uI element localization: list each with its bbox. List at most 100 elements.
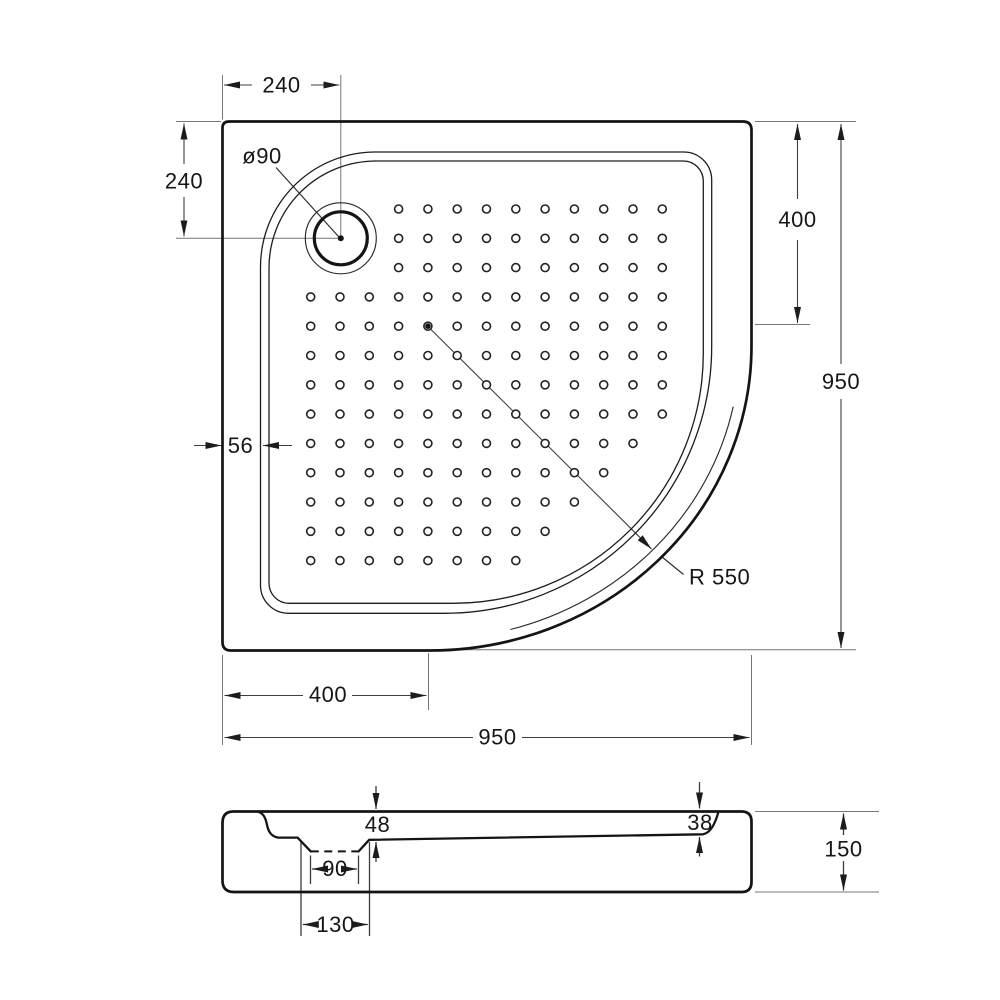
anti-slip-dot (657, 350, 668, 361)
anti-slip-dot (452, 497, 463, 507)
anti-slip-dot (423, 262, 433, 273)
anti-slip-dot (305, 350, 316, 361)
anti-slip-dot (335, 555, 345, 566)
anti-slip-dot (598, 233, 609, 244)
anti-slip-dot (481, 321, 492, 332)
anti-slip-dot (305, 555, 316, 566)
anti-slip-dot (569, 467, 580, 478)
anti-slip-dot (423, 204, 433, 214)
anti-slip-dot (657, 204, 668, 214)
section-dimensions (302, 782, 847, 928)
drain-center-dot (337, 235, 344, 242)
total-height-label: 150 (824, 837, 862, 862)
anti-slip-dot (628, 262, 638, 273)
anti-slip-dot (657, 321, 668, 332)
section-view: 48 90 130 38 150 (221, 782, 879, 937)
basin-edge-outer (259, 151, 713, 614)
anti-slip-dot (335, 467, 345, 478)
anti-slip-dot (481, 379, 492, 390)
radius-line (428, 327, 652, 550)
anti-slip-dot (540, 204, 550, 214)
anti-slip-dot (393, 292, 404, 302)
anti-slip-dot (423, 467, 433, 478)
anti-slip-dot (452, 438, 463, 449)
dim-bottom-total-label: 950 (478, 725, 516, 750)
anti-slip-dot (393, 438, 404, 449)
anti-slip-dot (510, 350, 521, 361)
anti-slip-dot (364, 467, 375, 478)
anti-slip-dot (510, 204, 521, 214)
anti-slip-dot (510, 526, 521, 537)
anti-slip-dot (335, 497, 345, 507)
anti-slip-dot (628, 379, 638, 390)
anti-slip-dot (305, 379, 316, 390)
anti-slip-dot (452, 262, 463, 273)
anti-slip-dot (423, 526, 433, 537)
anti-slip-dot (540, 321, 550, 332)
dim-top-width-label: 240 (262, 73, 300, 98)
anti-slip-dot (540, 409, 550, 419)
anti-slip-dot (393, 467, 404, 478)
anti-slip-dot (452, 321, 463, 332)
anti-slip-dot (598, 204, 609, 214)
anti-slip-dot (364, 526, 375, 537)
anti-slip-dot (510, 555, 521, 566)
anti-slip-dot (481, 409, 492, 419)
anti-slip-dot (598, 321, 609, 332)
anti-slip-dot (393, 262, 404, 273)
anti-slip-dot (364, 292, 375, 302)
dim-bottom-width-label: 400 (309, 682, 347, 707)
anti-slip-dot (452, 379, 463, 390)
anti-slip-dot (393, 379, 404, 390)
anti-slip-dot (423, 497, 433, 507)
drain-leader-line (275, 167, 339, 237)
anti-slip-dot (569, 438, 580, 449)
anti-slip-dot (510, 467, 521, 478)
anti-slip-dot (598, 292, 609, 302)
anti-slip-dot (481, 292, 492, 302)
drain-width-label: 90 (322, 856, 347, 881)
top-view: 240 240 ø90 400 950 56 R 550 400 950 (165, 73, 860, 750)
dim-right-depth-label: 400 (778, 207, 816, 232)
anti-slip-dot (628, 204, 638, 214)
top-view-labels: 240 240 ø90 400 950 56 R 550 400 950 (165, 73, 860, 750)
anti-slip-dot (540, 379, 550, 390)
anti-slip-dot (423, 292, 433, 302)
anti-slip-dot (569, 321, 580, 332)
anti-slip-dot (569, 350, 580, 361)
anti-slip-dot (481, 467, 492, 478)
anti-slip-dot (393, 350, 404, 361)
drain-depth-label: 48 (365, 812, 390, 837)
anti-slip-dot (305, 526, 316, 537)
anti-slip-dot (510, 233, 521, 244)
anti-slip-dot (305, 292, 316, 302)
anti-slip-dot (335, 379, 345, 390)
drain-diameter-label: ø90 (242, 144, 281, 169)
anti-slip-dot (569, 292, 580, 302)
anti-slip-dot (657, 262, 668, 273)
anti-slip-dot (335, 409, 345, 419)
anti-slip-dot (510, 262, 521, 273)
drain-outer-circle (304, 202, 377, 275)
rim-width-label: 56 (228, 433, 253, 458)
anti-slip-dot (481, 497, 492, 507)
anti-slip-dot (452, 350, 463, 361)
anti-slip-dot (423, 379, 433, 390)
anti-slip-dot (481, 233, 492, 244)
anti-slip-dot (364, 350, 375, 361)
anti-slip-dot (569, 204, 580, 214)
anti-slip-dot (598, 438, 609, 449)
anti-slip-dot (335, 350, 345, 361)
anti-slip-dot (569, 497, 580, 507)
recess-width-label: 130 (316, 912, 354, 937)
anti-slip-dot (510, 292, 521, 302)
anti-slip-dot (628, 292, 638, 302)
anti-slip-dot (364, 409, 375, 419)
dot-grid (305, 204, 668, 566)
anti-slip-dot (628, 233, 638, 244)
anti-slip-dot (423, 409, 433, 419)
radius-leader-line (661, 556, 684, 575)
anti-slip-dot (452, 204, 463, 214)
section-extension-lines (300, 811, 879, 936)
